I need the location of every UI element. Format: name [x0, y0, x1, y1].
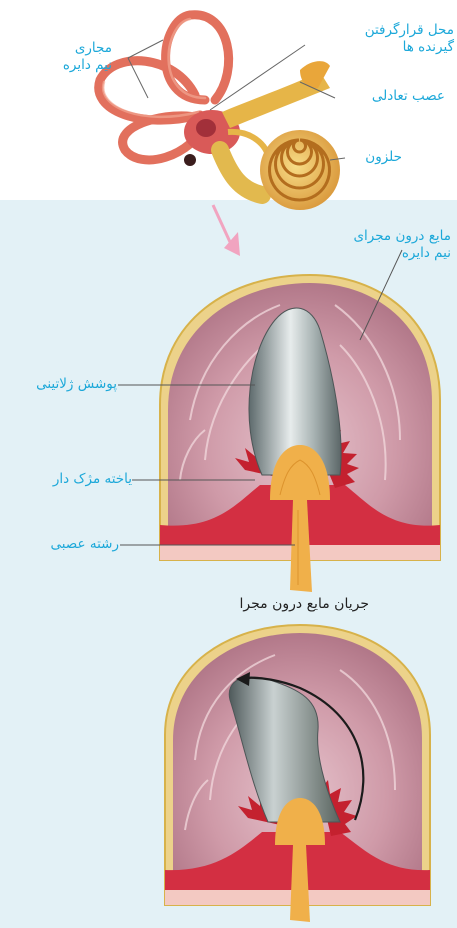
label-canal-fluid-line2: نیم دایره	[353, 245, 451, 262]
ampulla-flow-cross-section	[165, 625, 430, 922]
label-gelatinous-cover: پوشش ژلاتینی	[36, 376, 117, 393]
inner-ear-figure	[99, 15, 345, 256]
ampulla-shape	[196, 119, 216, 137]
ampulla-cross-section	[118, 250, 440, 592]
oval-window-shape	[184, 154, 196, 166]
label-semicircular-canals-line1: مجاری	[63, 40, 112, 57]
label-receptor-location-line2: گیرنده ها	[365, 39, 454, 56]
zoom-arrow	[213, 205, 240, 256]
label-vestibular-nerve: عصب تعادلی	[372, 88, 445, 105]
label-semicircular-canals-line2: نیم دایره	[63, 57, 112, 74]
label-fluid-flow: جریان مایع درون مجرا	[240, 596, 369, 613]
label-receptor-location: محل قرارگرفتن گیرنده ها	[365, 22, 454, 56]
label-semicircular-canals: مجاری نیم دایره	[63, 40, 112, 74]
label-receptor-location-line1: محل قرارگرفتن	[365, 22, 454, 39]
label-nerve-fiber: رشته عصبی	[50, 536, 119, 553]
label-hair-cell: یاخته مژک دار	[53, 471, 132, 488]
label-cochlea: حلزون	[365, 149, 402, 166]
label-canal-fluid: مایع درون مجرای نیم دایره	[353, 228, 451, 262]
cochlea-shape	[220, 130, 340, 210]
label-canal-fluid-line1: مایع درون مجرای	[353, 228, 451, 245]
